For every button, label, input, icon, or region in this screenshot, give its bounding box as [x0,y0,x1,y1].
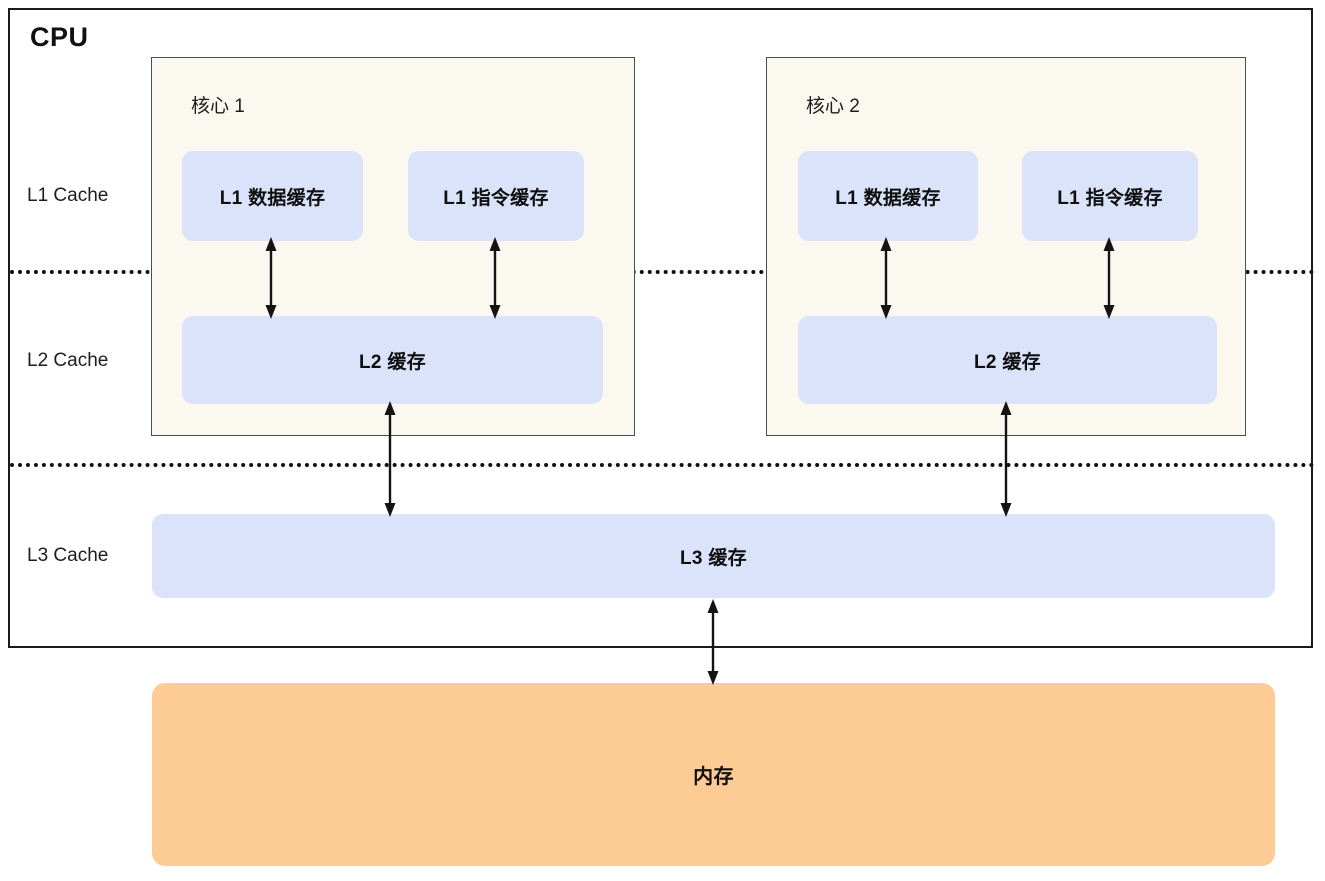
l3-cache-label: L3 缓存 [680,547,747,569]
divider-l1-l2 [10,270,1315,274]
arrow-core2-l2-l3 [1000,401,1012,517]
core-2-l1-data-cache-label: L1 数据缓存 [835,187,941,209]
core-2-l1-instruction-cache[interactable]: L1 指令缓存 [1022,151,1198,241]
memory-block[interactable]: 内存 [152,683,1275,866]
divider-l2-l3 [10,463,1315,467]
core-1-title: 核心 1 [191,96,245,117]
core-2-l2-cache[interactable]: L2 缓存 [798,316,1217,404]
l3-cache-block[interactable]: L3 缓存 [152,514,1275,598]
arrow-core2-l1inst-l2 [1103,237,1115,319]
memory-label: 内存 [693,766,734,788]
core-1-l2-cache[interactable]: L2 缓存 [182,316,603,404]
core-2-l1-data-cache[interactable]: L1 数据缓存 [798,151,978,241]
arrow-core2-l1data-l2 [880,237,892,319]
core-1-l2-cache-label: L2 缓存 [359,351,426,373]
cpu-container [8,8,1313,648]
tier-label-l3: L3 Cache [27,545,109,566]
core-1-l1-data-cache[interactable]: L1 数据缓存 [182,151,363,241]
core-2-container: 核心 2 L1 数据缓存 L1 指令缓存 L2 缓存 [766,57,1246,436]
arrow-core1-l1inst-l2 [489,237,501,319]
core-1-l1-instruction-cache-label: L1 指令缓存 [443,187,549,209]
core-2-l2-cache-label: L2 缓存 [974,351,1041,373]
arrow-core1-l1data-l2 [265,237,277,319]
core-1-container: 核心 1 L1 数据缓存 L1 指令缓存 L2 缓存 [151,57,635,436]
core-1-l1-data-cache-label: L1 数据缓存 [219,187,326,209]
core-1-l1-instruction-cache[interactable]: L1 指令缓存 [408,151,584,241]
cpu-title: CPU [30,22,89,52]
arrow-core1-l2-l3 [384,401,396,517]
arrow-l3-memory [707,599,719,685]
tier-label-l1: L1 Cache [27,185,109,206]
core-2-l1-instruction-cache-label: L1 指令缓存 [1057,187,1163,209]
core-2-title: 核心 2 [806,96,860,117]
tier-label-l2: L2 Cache [27,350,109,371]
